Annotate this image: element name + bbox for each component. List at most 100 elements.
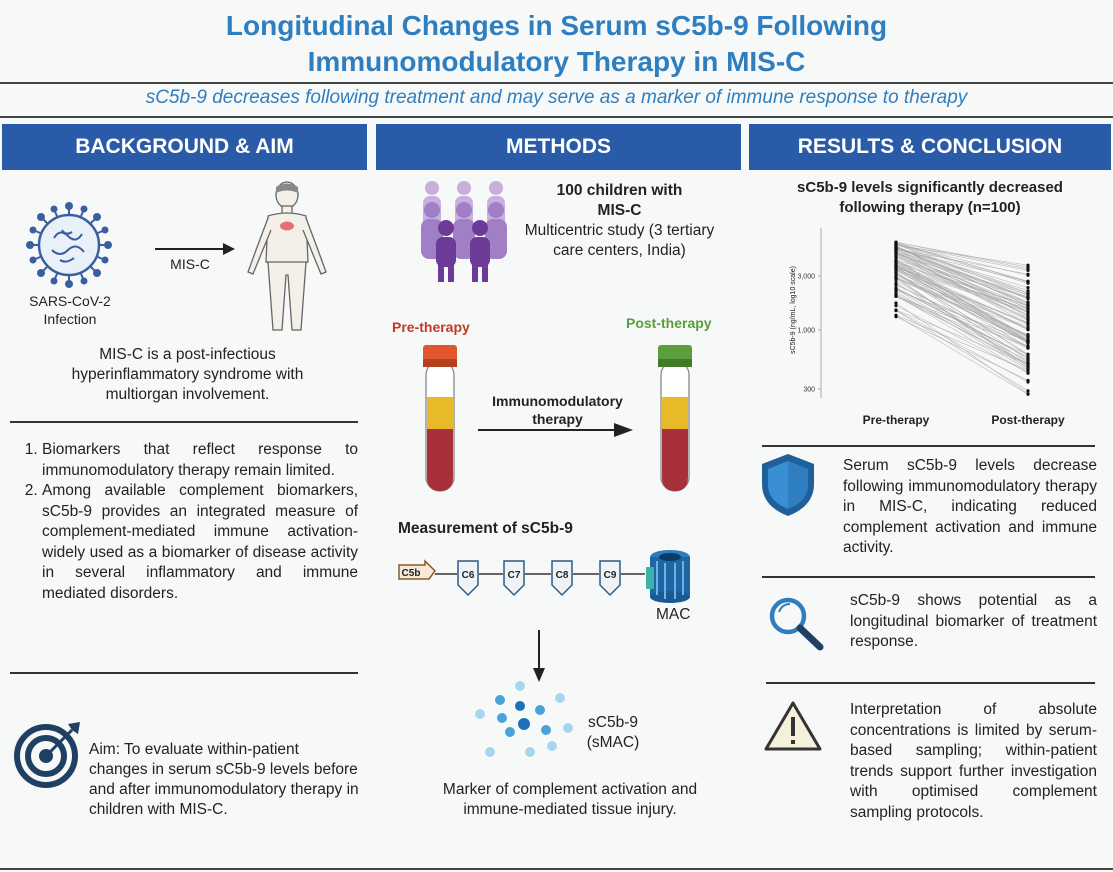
- background-point-1: Biomarkers that reflect response to immu…: [42, 440, 358, 481]
- chart-point-pre: [894, 293, 898, 298]
- chart-pair-line: [895, 266, 1029, 331]
- chart-point-pre: [894, 254, 898, 258]
- chart-pair-line: [895, 247, 1029, 305]
- results-divider-3: [766, 682, 1095, 684]
- chart-pair-line: [895, 259, 1029, 298]
- chart-point-post: [1026, 370, 1030, 374]
- chart-pair-line: [895, 246, 1029, 294]
- chart-points: [894, 240, 1030, 396]
- misc-arrow-label: MIS-C: [170, 256, 210, 272]
- chart-pair-line: [895, 309, 1029, 383]
- chart-title: sC5b-9 levels significantly decreased fo…: [760, 178, 1100, 218]
- c8-node: C8: [551, 560, 573, 597]
- chart-pair-line: [895, 252, 1029, 307]
- chart-point-pre: [894, 304, 898, 308]
- chart-point-post: [1026, 304, 1030, 308]
- warning-icon: [764, 701, 822, 751]
- mac-icon: [646, 550, 690, 603]
- c8-label: C8: [556, 570, 569, 581]
- chart-pair-line: [895, 243, 1029, 284]
- chart-point-pre: [894, 308, 898, 312]
- sc5b9-paired-chart: sC5b-9 (ng/mL, log10 scale) 3001,0003,00…: [790, 228, 1065, 427]
- chart-pair-line: [895, 246, 1029, 313]
- poster-subtitle: sC5b-9 decreases following treatment and…: [145, 87, 968, 108]
- chart-point-pre: [894, 251, 898, 255]
- chart-pair-line: [895, 242, 1029, 270]
- chart-point-pre: [894, 275, 898, 280]
- chart-point-post: [1026, 389, 1030, 393]
- c7-node: C7: [503, 560, 525, 597]
- chart-point-pre: [894, 258, 898, 262]
- chart-ylabel: sC5b-9 (ng/mL, log10 scale): [790, 266, 797, 354]
- therapy-label-line-1: Immunomodulatory: [492, 393, 623, 409]
- magnifier-icon: [769, 597, 824, 651]
- chart-pair-line: [895, 249, 1029, 317]
- chart-pair-line: [895, 310, 1029, 392]
- chart-point-post: [1026, 322, 1030, 326]
- header-divider-bottom: [0, 116, 1113, 118]
- chart-pair-line: [895, 315, 1029, 395]
- misc-arrow: [155, 243, 235, 255]
- chart-point-pre: [894, 266, 898, 270]
- chart-point-pre: [894, 247, 898, 251]
- chart-pair-line: [895, 253, 1029, 320]
- chart-point-pre: [894, 301, 898, 305]
- footer-divider: [0, 868, 1113, 870]
- chart-pair-line: [895, 273, 1029, 343]
- smac-label: sC5b-9 (sMAC): [573, 713, 653, 753]
- chart-pair-line: [895, 248, 1029, 282]
- chart-pair-line: [895, 277, 1029, 367]
- c5b-label: C5b: [402, 568, 421, 579]
- smac-particles-icon: [475, 681, 573, 757]
- chart-point-post: [1026, 279, 1030, 283]
- chart-pair-line: [895, 287, 1029, 358]
- chart-point-post: [1026, 364, 1030, 368]
- chart-point-post: [1026, 300, 1030, 304]
- chart-pair-line: [895, 246, 1029, 303]
- virus-label-line-2: Infection: [43, 311, 97, 327]
- chart-pair-line: [895, 251, 1029, 325]
- cohort-detail: Multicentric study (3 tertiary care cent…: [524, 222, 715, 259]
- cohort-title: 100 children with MIS-C: [556, 182, 683, 219]
- c9-label: C9: [604, 570, 617, 581]
- chart-point-post: [1026, 345, 1030, 349]
- therapy-arrow: [478, 423, 633, 437]
- chart-y-tick-label: 3,000: [797, 274, 815, 281]
- chart-pair-line: [895, 244, 1029, 266]
- chart-pair-line: [895, 242, 1029, 283]
- children-group-icon: [421, 181, 507, 282]
- chart-point-post: [1026, 317, 1030, 321]
- child-body-icon: [247, 181, 327, 331]
- chart-pair-line: [895, 267, 1029, 313]
- chart-pair-line: [895, 268, 1029, 325]
- chart-point-post: [1026, 263, 1030, 267]
- chart-point-post: [1026, 362, 1030, 366]
- chart-pair-line: [895, 265, 1029, 325]
- pre-therapy-tube-icon: [423, 345, 457, 492]
- c6-node: C6: [457, 560, 479, 597]
- column-header-background: BACKGROUND & AIM: [2, 124, 367, 170]
- background-divider-1: [10, 421, 358, 423]
- chart-x-label: Post-therapy: [991, 413, 1065, 427]
- results-divider-2: [762, 576, 1095, 578]
- chart-pair-line: [895, 251, 1029, 303]
- chart-pair-line: [895, 302, 1029, 394]
- chart-point-pre: [894, 240, 898, 245]
- chart-point-post: [1026, 353, 1030, 357]
- poster-title: Longitudinal Changes in Serum sC5b-9 Fol…: [0, 8, 1113, 80]
- chart-point-post: [1026, 314, 1030, 319]
- chart-pair-line: [895, 260, 1029, 307]
- misc-description: MIS-C is a post-infectious hyperinflamma…: [71, 346, 304, 403]
- finding-1: Serum sC5b-9 levels decrease following i…: [843, 457, 1097, 556]
- chart-pair-line: [895, 295, 1029, 355]
- aim-text: Aim: To evaluate within-patient changes …: [89, 741, 359, 818]
- post-therapy-tube-icon: [658, 345, 692, 492]
- chart-y-tick-label: 1,000: [797, 328, 815, 335]
- chart-pair-line: [895, 270, 1029, 337]
- therapy-label: Immunomodulatory therapy: [480, 392, 635, 428]
- chart-point-post: [1026, 307, 1030, 311]
- chart-point-post: [1026, 327, 1030, 331]
- pre-therapy-label: Pre-therapy: [392, 319, 470, 335]
